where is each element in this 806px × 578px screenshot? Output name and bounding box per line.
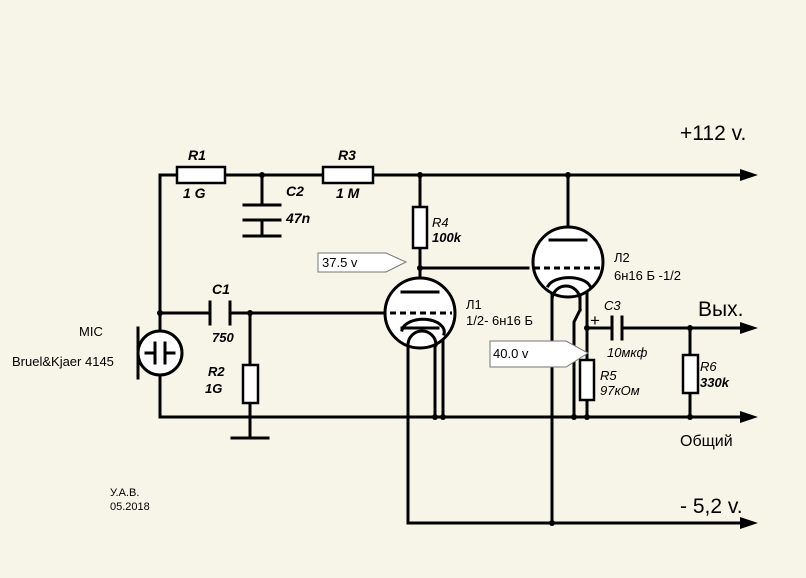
l1-type: 1/2- 6н16 Б (466, 313, 533, 328)
author-date: 05.2018 (110, 501, 150, 513)
r6-ref: R6 (700, 359, 717, 374)
r3-body (321, 165, 375, 185)
c2-ref: C2 (286, 183, 304, 199)
junction-dots (157, 172, 693, 526)
c2-capacitor (242, 203, 282, 238)
mic-label: MIC (79, 324, 103, 339)
r5-body (578, 358, 596, 402)
supply-arrow (740, 169, 758, 181)
r6-body (681, 353, 700, 395)
tube-l1-symbol (383, 276, 457, 350)
microphone-symbol (136, 326, 184, 380)
c1-ref: C1 (212, 281, 230, 297)
common-label: Общий (680, 433, 733, 450)
c1-capacitor (208, 300, 232, 326)
l2-ref: Л2 (614, 250, 630, 265)
c1-value: 750 (212, 330, 234, 345)
r2-value: 1G (205, 381, 222, 396)
r4-ref: R4 (432, 215, 449, 230)
c3-polarity: + (590, 311, 600, 330)
output-arrow (740, 322, 758, 334)
r2-ref: R2 (208, 364, 225, 379)
probe-v1: 37.5 v (317, 252, 408, 273)
l1-ref: Л1 (466, 297, 482, 312)
mic-model: Bruel&Kjaer 4145 (12, 354, 114, 369)
negative-arrow (740, 517, 758, 529)
supply-voltage-label: +112 v. (680, 122, 746, 145)
c3-value: 10мкф (607, 345, 648, 360)
r3-value: 1 M (336, 185, 360, 201)
output-label: Вых. (698, 298, 743, 321)
probe-v2: 40.0 v (489, 340, 589, 368)
r2-body (241, 363, 260, 405)
r5-ref: R5 (600, 368, 617, 383)
probe-v1-value: 37.5 v (322, 255, 358, 270)
r6-value: 330k (700, 375, 730, 390)
r5-value: 97кОм (600, 383, 640, 398)
c2-value: 47n (285, 210, 310, 226)
arrowheads (740, 169, 758, 529)
l2-type: 6н16 Б -1/2 (614, 268, 681, 283)
r1-ref: R1 (188, 147, 206, 163)
common-arrow (740, 411, 758, 423)
r1-value: 1 G (183, 185, 206, 201)
c3-ref: C3 (604, 298, 621, 313)
r4-body (411, 205, 429, 250)
author-name: У.А.В. (110, 487, 139, 499)
r1-body (175, 165, 227, 185)
probe-v2-value: 40.0 v (493, 346, 529, 361)
c3-capacitor (610, 315, 624, 341)
r4-value: 100k (432, 230, 462, 245)
r3-ref: R3 (338, 147, 356, 163)
negative-voltage-label: - 5,2 v. (680, 495, 743, 518)
tube-l2-symbol (531, 225, 605, 302)
